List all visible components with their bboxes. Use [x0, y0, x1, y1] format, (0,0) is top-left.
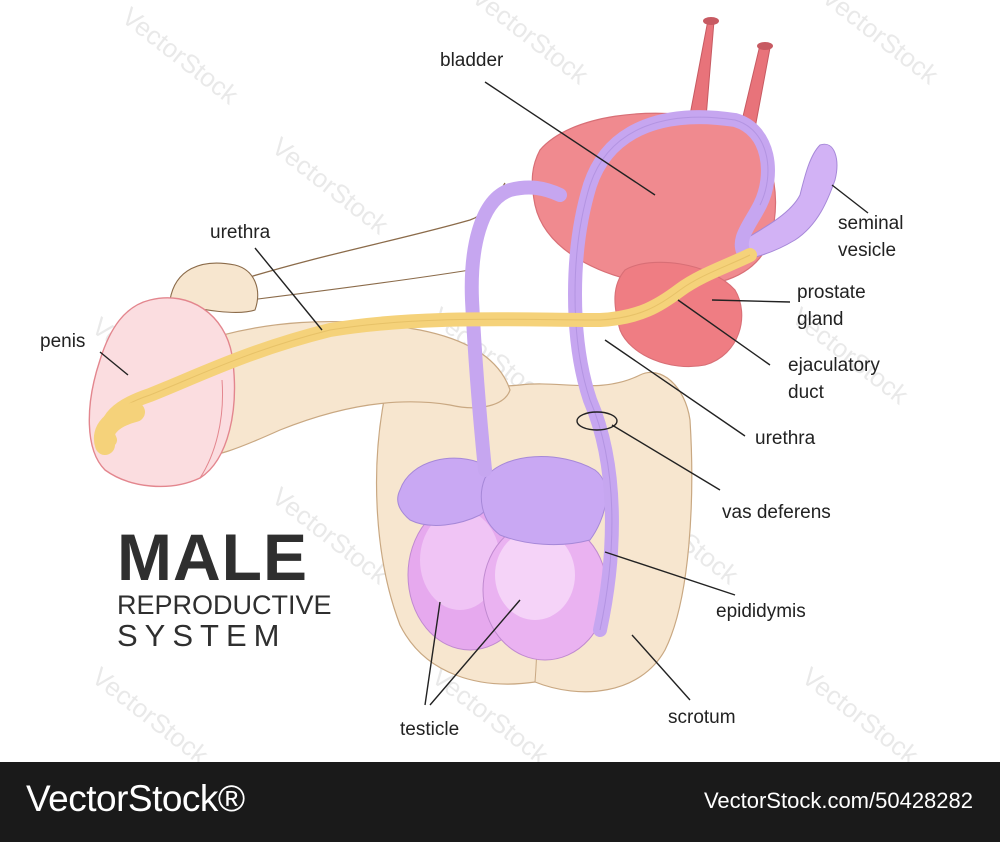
watermark: VectorStock: [266, 131, 395, 241]
testicle-right: [482, 519, 608, 661]
title-line3: SYSTEM: [117, 618, 286, 653]
watermark: VectorStock: [816, 0, 945, 91]
vas-deferens-marker: [576, 411, 618, 431]
watermark: VectorStock: [116, 1, 245, 111]
watermark: VectorStock: [86, 661, 215, 762]
vas-deferens-left: [464, 180, 567, 477]
label-urethra-right: urethra: [755, 428, 816, 449]
label-testicle: testicle: [400, 719, 459, 740]
footer-reference: VectorStock.com/50428282: [703, 788, 973, 813]
label-scrotum: scrotum: [668, 707, 736, 728]
bladder-shape: [531, 112, 777, 287]
epididymis-left: [397, 457, 495, 526]
label-ejaculatory-line2: duct: [788, 382, 825, 403]
label-penis: penis: [40, 331, 85, 352]
label-ejaculatory-line1: ejaculatory: [788, 355, 880, 376]
footer-brand: VectorStock®: [26, 778, 245, 819]
label-epididymis: epididymis: [716, 601, 806, 622]
watermark: VectorStock: [466, 0, 595, 91]
seminal-vesicle-shape: [734, 143, 838, 261]
leader-lines: [99, 81, 869, 706]
title-line2: REPRODUCTIVE: [117, 590, 332, 620]
label-prostate-line1: prostate: [797, 282, 866, 303]
label-seminal-vesicle-line2: vesicle: [838, 240, 896, 261]
label-seminal-vesicle-line1: seminal: [838, 213, 903, 234]
title-block: MALE REPRODUCTIVE SYSTEM: [117, 520, 332, 653]
anatomy-diagram: VectorStock VectorStock VectorStock Vect…: [40, 0, 945, 762]
watermark: VectorStock: [796, 661, 925, 762]
label-urethra-top: urethra: [210, 222, 271, 243]
label-prostate-line2: gland: [797, 309, 844, 330]
title-main: MALE: [117, 520, 308, 594]
label-bladder: bladder: [440, 50, 504, 71]
label-vas-deferens: vas deferens: [722, 502, 831, 523]
footer-bar: VectorStock® VectorStock.com/50428282: [0, 762, 1000, 842]
epididymis-right: [480, 456, 607, 546]
